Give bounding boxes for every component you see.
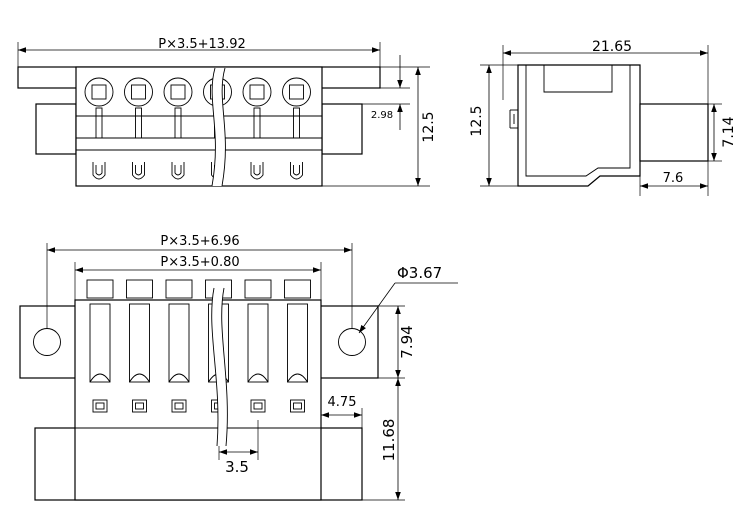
bottom-inner-width-label: P×3.5+0.80 [160, 255, 239, 270]
front-break-line [211, 67, 226, 187]
left-mount-hole [33, 328, 61, 356]
lower-height-label: 11.68 [380, 419, 398, 462]
front-terminal [242, 77, 272, 180]
front-height-label: 12.5 [421, 111, 437, 142]
front-terminal [84, 77, 114, 180]
front-terminal [282, 77, 311, 180]
front-left-tab [35, 103, 77, 155]
hole-diameter-leader [358, 282, 396, 334]
bottom-view: P×3.5+6.96 P×3.5+0.80 Φ3.67 7.94 4.75 11… [19, 234, 458, 501]
pin-offset-label: 2.98 [371, 110, 393, 121]
bottom-terminal [165, 279, 193, 413]
hole-height-label: 7.94 [398, 325, 416, 358]
side-plug-depth-label: 7.6 [663, 171, 684, 186]
side-width-label: 21.65 [592, 39, 632, 55]
bottom-terminal [284, 279, 311, 413]
bottom-body [74, 299, 322, 501]
front-right-tab [321, 103, 363, 155]
pitch-label: 3.5 [225, 458, 249, 476]
bottom-terminal [86, 279, 114, 413]
front-terminal [124, 77, 153, 180]
bottom-terminal [244, 279, 272, 413]
bottom-terminal [126, 279, 153, 413]
side-view: 21.65 12.5 7.14 7.6 [469, 39, 737, 196]
flange-width-label: 4.75 [328, 395, 357, 410]
right-mount-hole [338, 328, 366, 356]
front-body [75, 66, 323, 187]
bottom-break-line [211, 287, 228, 447]
front-width-label: P×3.5+13.92 [158, 37, 246, 52]
front-terminal [163, 77, 193, 180]
front-view: P×3.5+13.92 12.5 2.98 [17, 37, 437, 187]
hole-diameter-label: Φ3.67 [397, 264, 442, 282]
bottom-outer-width-label: P×3.5+6.96 [160, 234, 239, 249]
side-plug [639, 103, 709, 162]
side-plug-height-label: 7.14 [721, 116, 737, 147]
side-height-label: 12.5 [469, 105, 485, 136]
